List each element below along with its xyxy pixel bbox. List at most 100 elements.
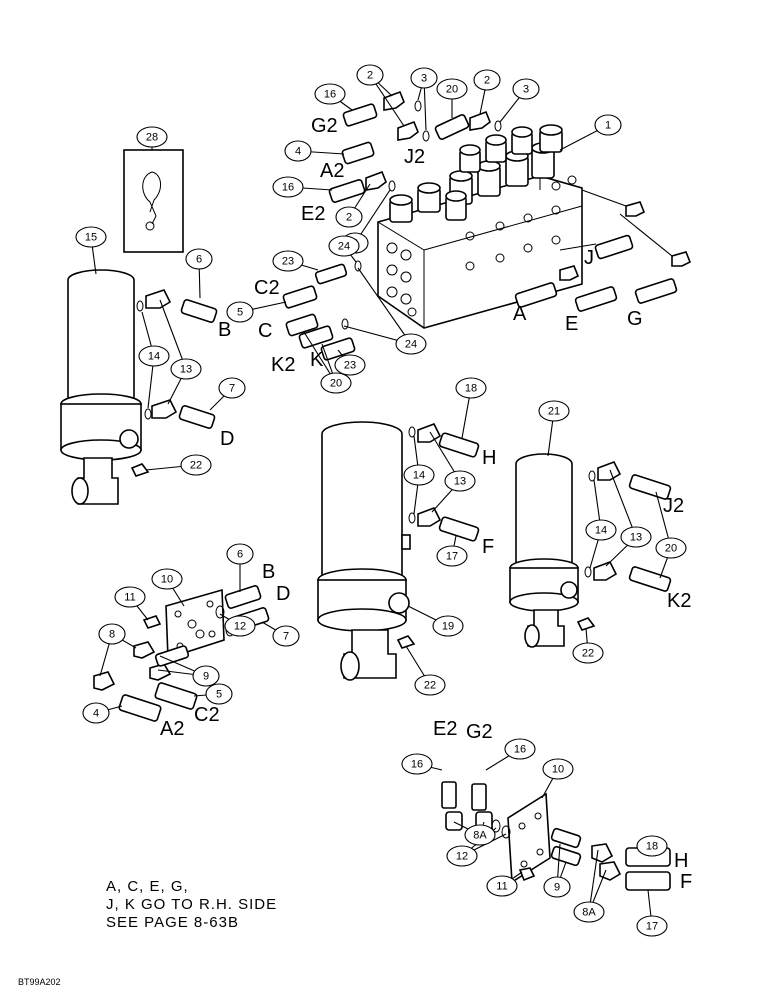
callout-12: 12	[224, 615, 256, 637]
port-label-g2: G2	[311, 115, 338, 137]
callout-bubble	[446, 845, 478, 867]
callout-number: 13	[180, 364, 192, 376]
callout-bubble	[170, 358, 202, 380]
callout-bubble	[226, 301, 254, 323]
note-line-1: A, C, E, G,	[106, 878, 189, 895]
callout-20: 20	[655, 537, 687, 559]
callout-bubble	[226, 543, 254, 565]
callout-18: 18	[455, 377, 487, 399]
callout-number: 14	[148, 351, 160, 363]
callout-2: 2	[335, 206, 363, 228]
port-label-f: F	[680, 871, 692, 893]
callout-bubble	[403, 464, 435, 486]
callout-number: 10	[552, 764, 564, 776]
callout-20: 20	[320, 372, 352, 394]
callout-28: 28	[136, 126, 168, 148]
callout-bubble	[335, 206, 363, 228]
port-label-b: B	[262, 561, 275, 583]
callout-bubble	[328, 235, 360, 257]
callout-17: 17	[436, 545, 468, 567]
callout-13: 13	[620, 526, 652, 548]
callout-bubble	[572, 642, 604, 664]
callout-22: 22	[572, 642, 604, 664]
callout-2: 2	[356, 64, 384, 86]
callout-number: 18	[465, 383, 477, 395]
port-label-a2: A2	[160, 718, 184, 740]
callout-14: 14	[585, 519, 617, 541]
callout-bubble	[436, 545, 468, 567]
callout-number: 4	[295, 146, 301, 158]
callout-number: 3	[421, 73, 427, 85]
accumulator-15	[60, 269, 218, 505]
callout-bubble	[512, 78, 540, 100]
callout-bubble	[585, 519, 617, 541]
port-label-h: H	[674, 850, 688, 872]
callout-number: 20	[665, 543, 677, 555]
callout-bubble	[636, 915, 668, 937]
note-line-2: J, K GO TO R.H. SIDE	[106, 896, 278, 913]
port-label-a: A	[513, 303, 527, 325]
callout-16: 16	[272, 176, 304, 198]
port-label-g: G	[627, 308, 643, 330]
manifold-plate-right	[441, 781, 671, 891]
callout-number: 28	[146, 132, 158, 144]
port-label-j: J	[584, 247, 594, 269]
callout-number: 24	[338, 241, 350, 253]
callout-14: 14	[403, 464, 435, 486]
callout-bubble	[636, 835, 668, 857]
port-label-d: D	[220, 428, 234, 450]
callout-bubble	[573, 901, 605, 923]
callout-bubble	[180, 454, 212, 476]
callout-number: 21	[548, 406, 560, 418]
callout-number: 11	[124, 592, 135, 604]
callout-23: 23	[272, 250, 304, 272]
callout-number: 22	[190, 460, 202, 472]
callout-16: 16	[504, 738, 536, 760]
callout-9: 9	[192, 665, 220, 687]
figure-id: BT99A202	[18, 977, 61, 987]
callout-9: 9	[543, 876, 571, 898]
callout-13: 13	[170, 358, 202, 380]
callout-bubble	[320, 372, 352, 394]
callout-16: 16	[401, 753, 433, 775]
callout-bubble	[473, 69, 501, 91]
callout-22: 22	[414, 674, 446, 696]
callout-bubble	[185, 248, 213, 270]
callout-18: 18	[636, 835, 668, 857]
callout-number: 13	[454, 476, 466, 488]
callout-11: 11	[486, 875, 518, 897]
callout-number: 20	[330, 378, 342, 390]
routing-note: A, C, E, G, J, K GO TO R.H. SIDE SEE PAG…	[106, 878, 366, 932]
callout-bubble	[314, 83, 346, 105]
callout-number: 2	[346, 212, 352, 224]
callout-bubble	[224, 615, 256, 637]
callout-10: 10	[151, 568, 183, 590]
callout-number: 23	[282, 256, 294, 268]
callout-5: 5	[226, 301, 254, 323]
port-label-g2: G2	[466, 721, 493, 743]
callout-number: 8A	[582, 907, 596, 919]
callout-bubble	[395, 333, 427, 355]
callout-number: 3	[523, 84, 529, 96]
callout-23: 23	[334, 354, 366, 376]
valve-solenoids	[389, 124, 563, 223]
callout-4: 4	[82, 702, 110, 724]
callout-bubble	[504, 738, 536, 760]
callout-bubble	[82, 702, 110, 724]
callout-bubble	[455, 377, 487, 399]
callout-number: 9	[554, 882, 560, 894]
callout-13: 13	[444, 470, 476, 492]
callout-bubble	[218, 377, 246, 399]
callout-7: 7	[272, 625, 300, 647]
port-label-e: E	[565, 313, 578, 335]
callout-number: 6	[237, 549, 243, 561]
callout-bubble	[75, 226, 107, 248]
callout-number: 5	[216, 689, 222, 701]
callout-22: 22	[180, 454, 212, 476]
callout-1: 1	[594, 114, 622, 136]
callout-number: 20	[446, 84, 458, 96]
callout-7: 7	[218, 377, 246, 399]
callout-number: 17	[446, 551, 458, 563]
